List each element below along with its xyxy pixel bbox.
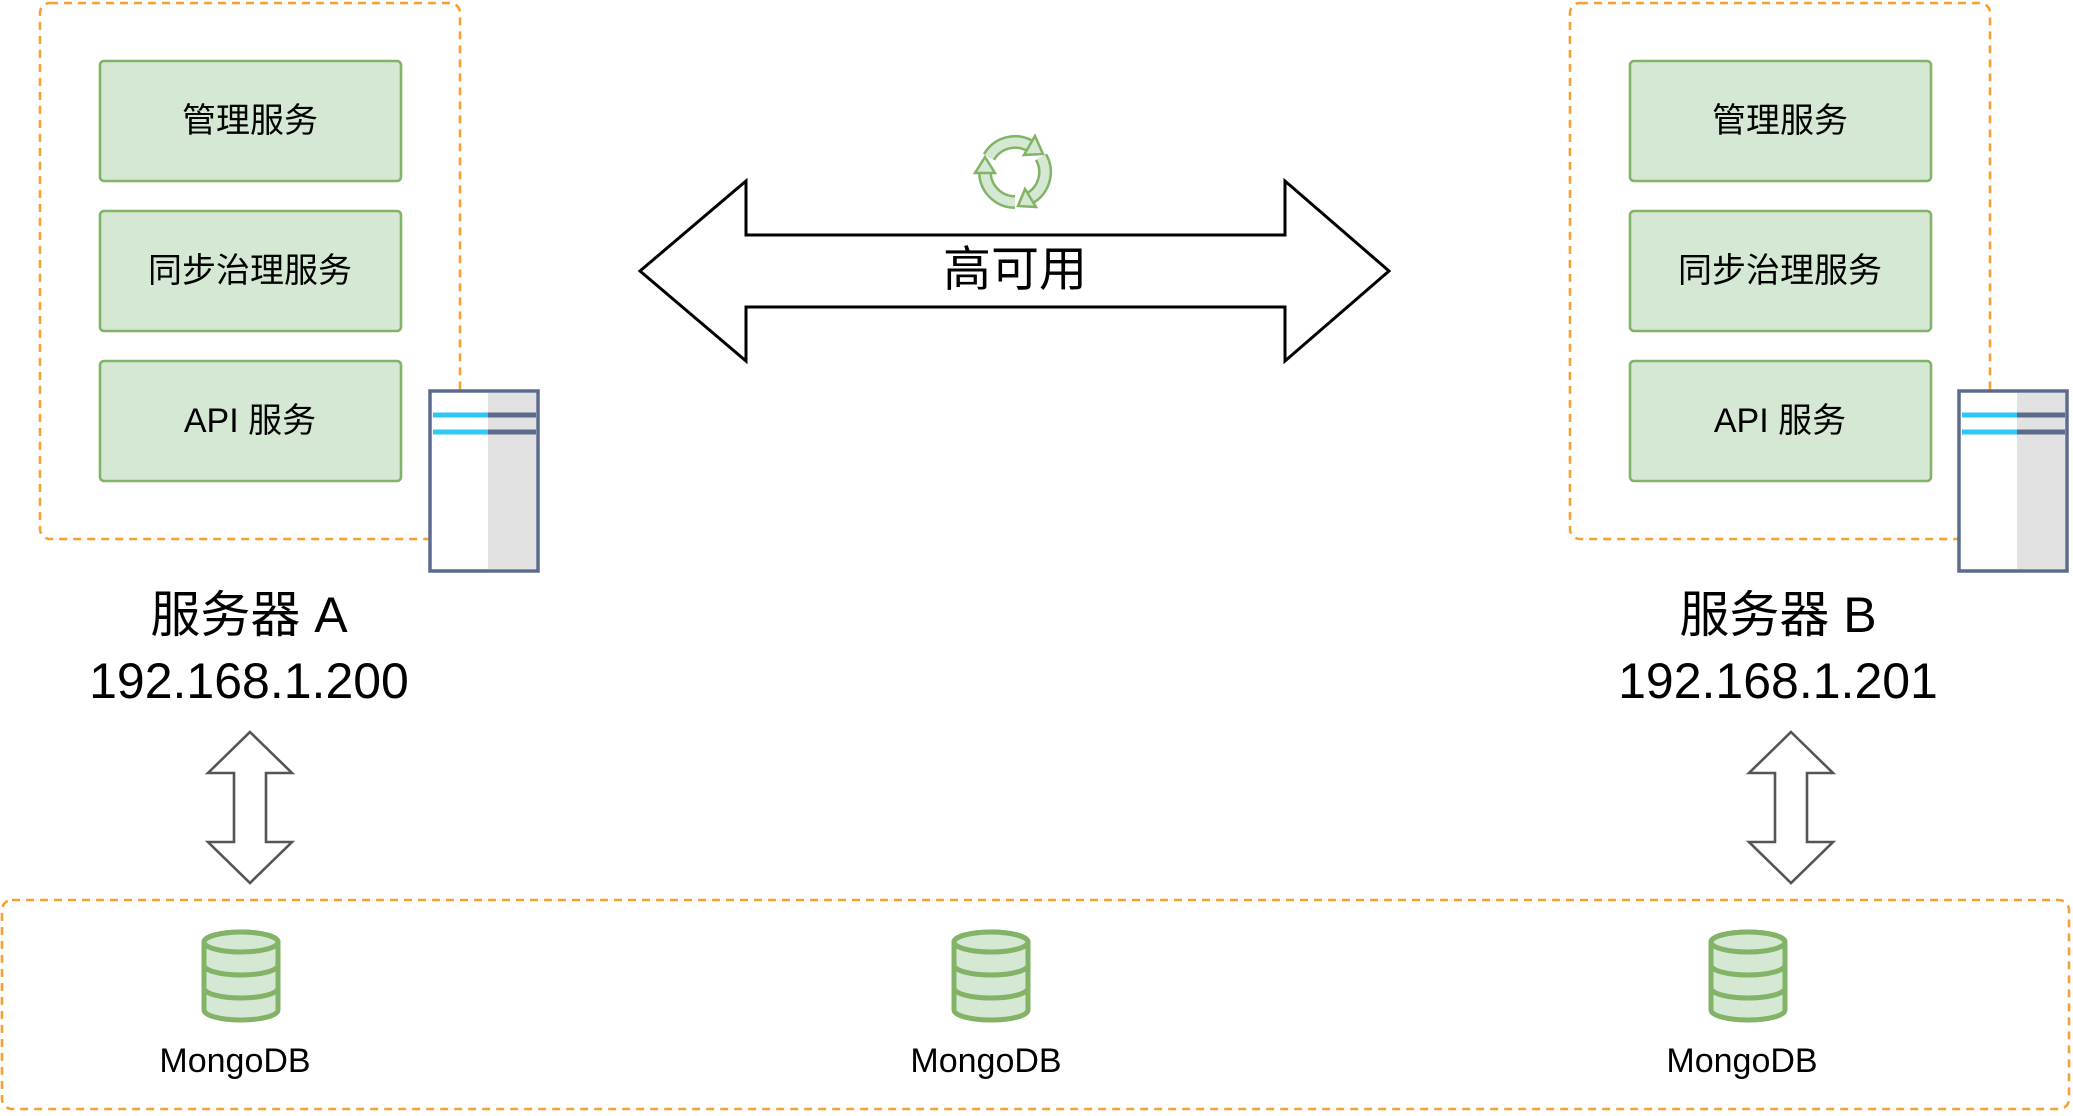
mongodb-label: MongoDB [910, 1042, 1061, 1080]
server-icon-panel [2017, 393, 2065, 569]
database-icon-ring [1708, 964, 1788, 978]
mongodb-label: MongoDB [159, 1042, 310, 1080]
server-b-name: 服务器 B [1679, 587, 1876, 643]
recycle-icon [972, 133, 1052, 209]
mongodb-node-2: MongoDB [910, 929, 1062, 1080]
recycle-arc-fill [1027, 154, 1050, 202]
server-b-service-api: API 服务 [1628, 359, 1933, 483]
service-label: API 服务 [1714, 402, 1846, 440]
service-label: API 服务 [184, 402, 316, 440]
server-b-server-icon [1957, 389, 2069, 573]
recycle-arrowhead [972, 154, 998, 175]
mongodb-node-3: MongoDB [1666, 929, 1818, 1080]
server-a-boundary [38, 1, 462, 541]
server-b-service-management: 管理服务 [1628, 59, 1933, 183]
service-box [98, 209, 403, 333]
database-icon-top [951, 929, 1031, 955]
recycle-arrowhead [1021, 133, 1045, 157]
server-a-service-sync-governance: 同步治理服务 [98, 209, 403, 333]
server-a-db-double-arrow [204, 730, 296, 885]
recycle-arc-fill [985, 137, 1033, 160]
database-icon-ring [951, 964, 1031, 978]
high-availability-double-arrow [637, 177, 1392, 365]
server-a-group: 管理服务 同步治理服务 API 服务 服务器 A 192.168.1.200 [38, 1, 540, 885]
database-icon-ring [201, 987, 281, 1001]
database-icon [951, 929, 1031, 1023]
service-label: 同步治理服务 [1678, 252, 1882, 290]
service-label: 管理服务 [1712, 102, 1848, 140]
database-icon-top [201, 929, 281, 955]
database-icon-ring [951, 987, 1031, 1001]
high-availability-link: 高可用 [637, 133, 1392, 365]
mongodb-label: MongoDB [1666, 1042, 1817, 1080]
server-a-service-api: API 服务 [98, 359, 403, 483]
service-label: 同步治理服务 [148, 252, 352, 290]
database-icon-ring [1708, 987, 1788, 1001]
server-a-name: 服务器 A [150, 587, 348, 643]
server-a-server-icon [428, 389, 540, 573]
database-icon-top [1708, 929, 1788, 955]
high-availability-label: 高可用 [943, 244, 1087, 297]
mongodb-cluster: MongoDB MongoDB MongoDB [0, 898, 2071, 1111]
mongodb-cluster-boundary [0, 898, 2071, 1111]
recycle-arc-fill [980, 171, 1016, 207]
server-b-boundary [1568, 1, 1992, 541]
server-b-service-sync-governance: 同步治理服务 [1628, 209, 1933, 333]
service-box [1628, 209, 1933, 333]
service-box [98, 359, 403, 483]
service-box [1628, 59, 1933, 183]
service-box [1628, 359, 1933, 483]
service-label: 管理服务 [182, 102, 318, 140]
database-icon [1708, 929, 1788, 1023]
mongodb-node-1: MongoDB [159, 929, 311, 1080]
server-b-ip: 192.168.1.201 [1618, 653, 1938, 709]
server-a-service-management: 管理服务 [98, 59, 403, 183]
recycle-arrowhead [1016, 186, 1039, 209]
database-icon [201, 929, 281, 1023]
server-b-db-double-arrow [1745, 730, 1837, 885]
service-box [98, 59, 403, 183]
server-a-ip: 192.168.1.200 [89, 653, 409, 709]
database-icon-ring [201, 964, 281, 978]
server-b-group: 管理服务 同步治理服务 API 服务 服务器 B 192.168.1.201 [1568, 1, 2069, 885]
server-icon-panel [488, 393, 536, 569]
